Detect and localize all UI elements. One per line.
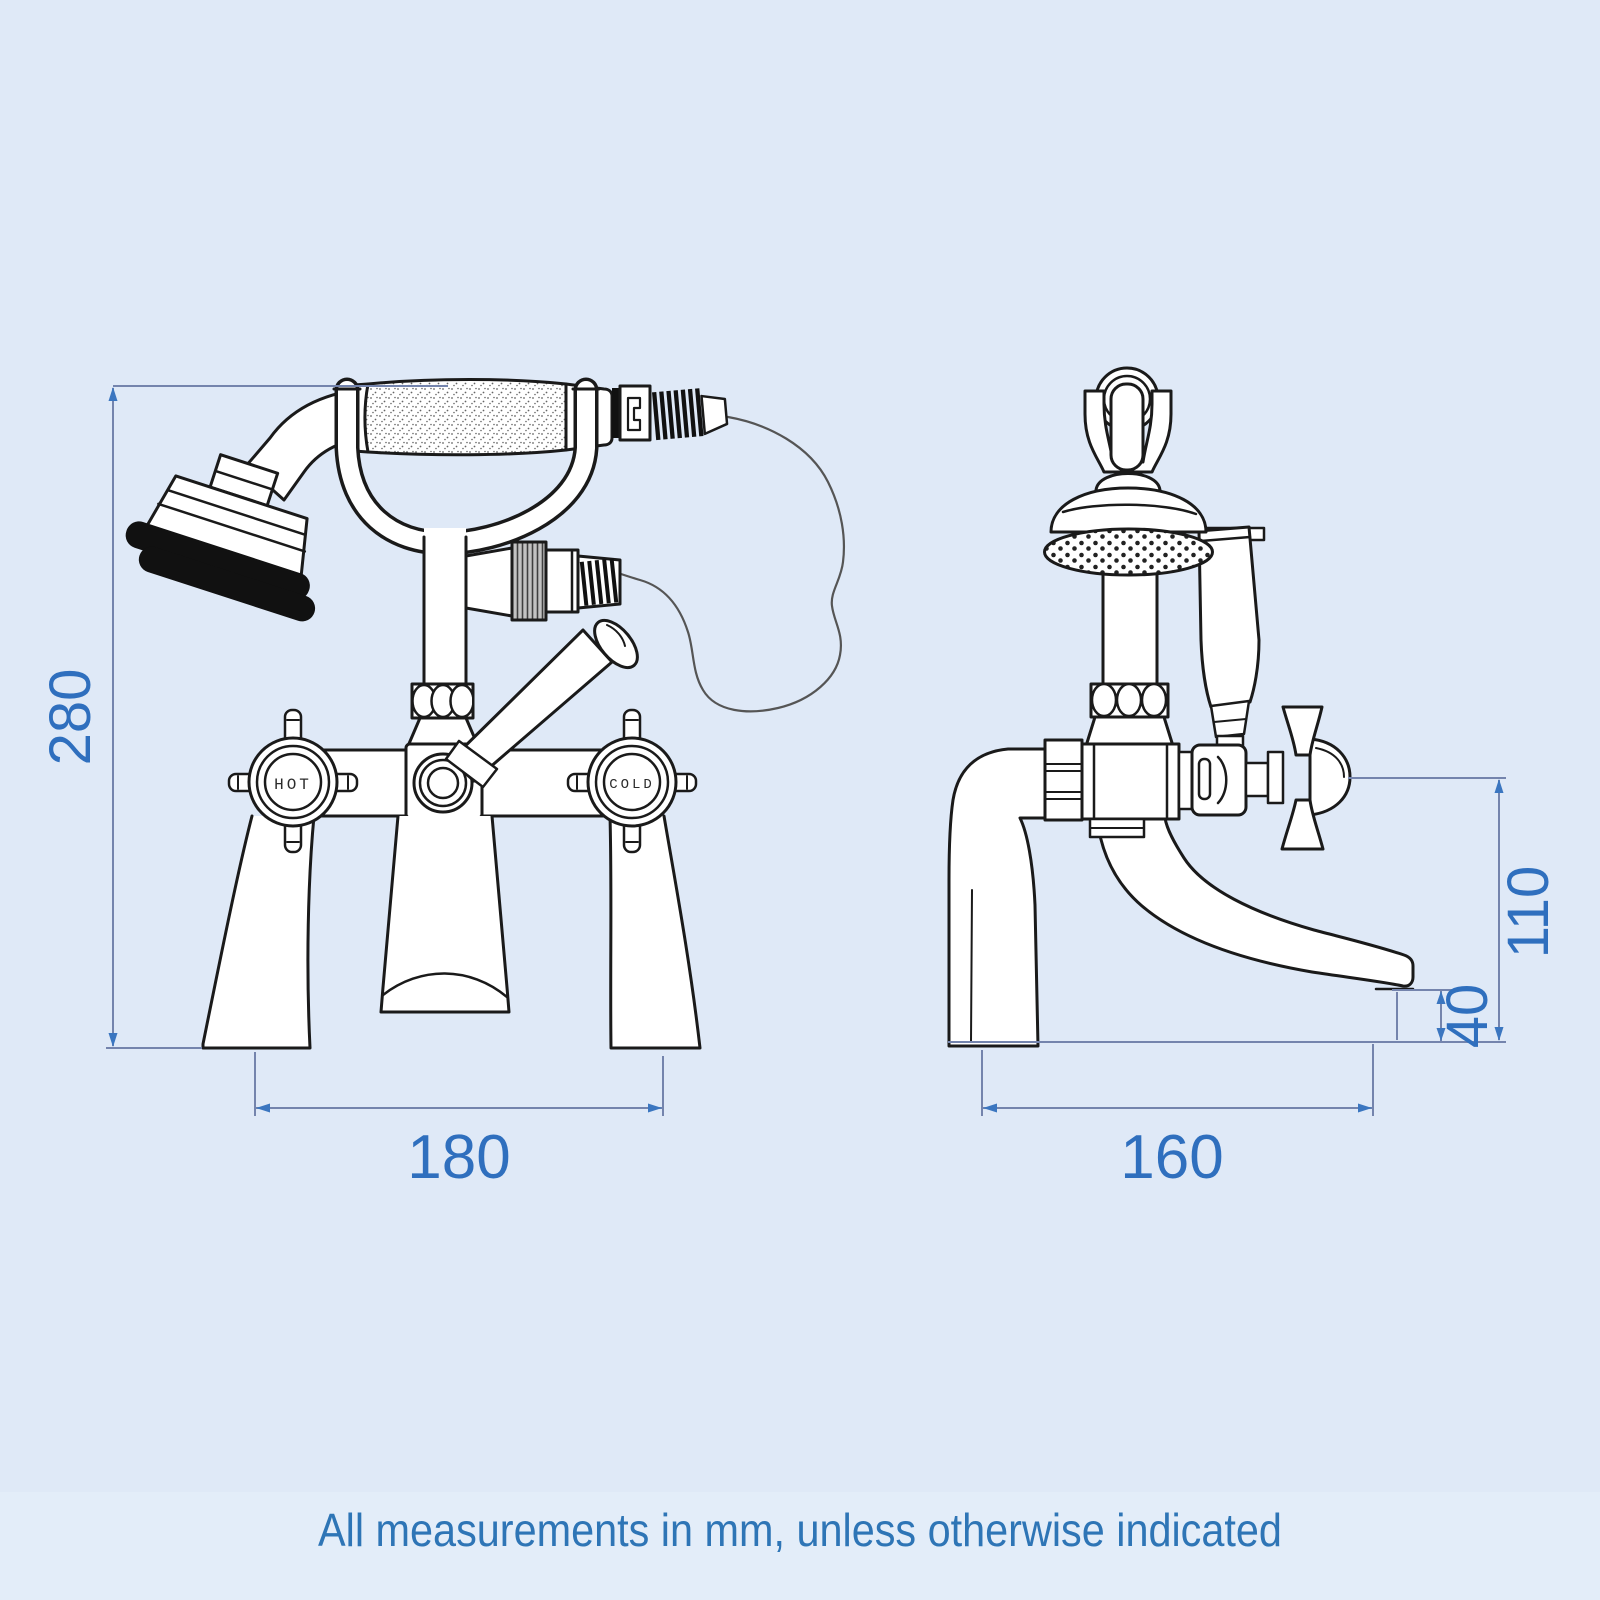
caption: All measurements in mm, unless otherwise… [318, 1505, 1282, 1557]
dimension-label-280: 280 [38, 669, 103, 766]
center-skirt [379, 814, 511, 1014]
wall-hook [1083, 366, 1173, 499]
front-view: HOT COLD [125, 377, 846, 1050]
dimension-label-40: 40 [1435, 984, 1500, 1049]
dimension-180 [254, 1052, 664, 1116]
left-leg [201, 814, 316, 1050]
shower-head-side [1043, 486, 1214, 692]
hose-connector-threads [652, 388, 729, 441]
ball-collar-side [1084, 682, 1175, 748]
dimensions [106, 385, 1506, 1116]
dimension-110 [1348, 777, 1506, 1041]
diverter [412, 618, 639, 814]
inlet-leg-side [947, 747, 1048, 1048]
right-leg [608, 814, 702, 1050]
hot-handle: HOT [227, 708, 359, 854]
dimension-40 [1392, 989, 1452, 1041]
dimension-label-180: 180 [407, 1123, 510, 1192]
riser-column [422, 528, 468, 688]
ball-collar-front [406, 682, 480, 748]
hot-handle-label: HOT [274, 776, 312, 794]
shower-head-front [125, 453, 316, 622]
spray-face [1043, 527, 1214, 577]
cross-handle-side [1177, 705, 1352, 851]
shower-hose [619, 415, 846, 713]
spout [1095, 816, 1415, 988]
background-band [0, 1492, 1600, 1600]
shower-head-rubber-rim [125, 521, 310, 600]
cold-handle: COLD [566, 708, 698, 854]
dimension-label-160: 160 [1120, 1123, 1223, 1192]
dimension-label-110: 110 [1496, 866, 1561, 958]
knurled-nut [510, 540, 548, 622]
handset-grip-side [1197, 525, 1266, 750]
cold-handle-label: COLD [609, 777, 655, 793]
valve-block-side [1043, 738, 1181, 839]
dimension-160 [981, 1044, 1374, 1116]
side-view [947, 366, 1415, 1048]
dimension-280 [106, 385, 448, 1049]
hose-outlet [464, 540, 622, 622]
